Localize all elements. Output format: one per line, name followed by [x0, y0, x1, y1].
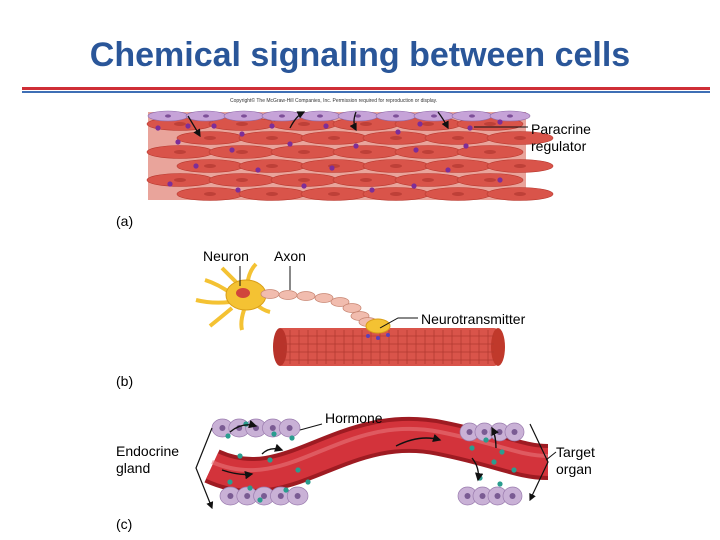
- target-cells: [457, 422, 525, 506]
- endocrine-label-line1: Endocrine: [116, 443, 180, 459]
- neuron-nucleus: [236, 288, 250, 298]
- endocrine-gland-label: Endocrine gland: [116, 443, 179, 477]
- title-divider-blue: [22, 91, 710, 93]
- copyright-notice: Copyright© The McGraw-Hill Companies, In…: [230, 98, 438, 104]
- paracrine-arrows: [187, 111, 449, 138]
- target-label-line2: organ: [556, 461, 592, 477]
- hormone-molecules: [225, 421, 517, 503]
- secreting-cells: [147, 110, 531, 122]
- paracrine-label-line1: Paracrine: [531, 121, 591, 137]
- muscle-tissue: [146, 112, 554, 201]
- panel-c-label: (c): [116, 516, 133, 532]
- paracrine-label-line2: regulator: [531, 138, 587, 154]
- target-organ-label: Target organ: [556, 444, 595, 478]
- endocrine-label-line2: gland: [116, 460, 151, 476]
- synaptic-terminal: [365, 318, 391, 340]
- paracrine-regulator-label: Paracrine regulator: [531, 121, 591, 155]
- pointer-lines-b: [239, 266, 418, 329]
- neuron-cell: [195, 262, 271, 331]
- axon-label: Axon: [274, 248, 306, 264]
- bracket-arrows: [195, 423, 549, 510]
- slide-title: Chemical signaling between cells: [89, 36, 631, 74]
- panel-b-label: (b): [116, 373, 134, 389]
- neurotransmitter-label: Neurotransmitter: [421, 311, 526, 327]
- circulation-arrows: [221, 420, 499, 482]
- pointer-lines-c: [299, 423, 557, 461]
- axon-fiber: [260, 289, 378, 327]
- target-label-line1: Target: [556, 444, 595, 460]
- muscle-fiber: [273, 328, 505, 366]
- blood-vessel: [204, 416, 549, 494]
- neuron-label: Neuron: [203, 248, 249, 264]
- title-divider-red: [22, 87, 710, 90]
- paracrine-molecules: [155, 119, 503, 193]
- panel-a-label: (a): [116, 213, 134, 229]
- hormone-label: Hormone: [325, 410, 383, 426]
- gland-cells: [211, 418, 309, 506]
